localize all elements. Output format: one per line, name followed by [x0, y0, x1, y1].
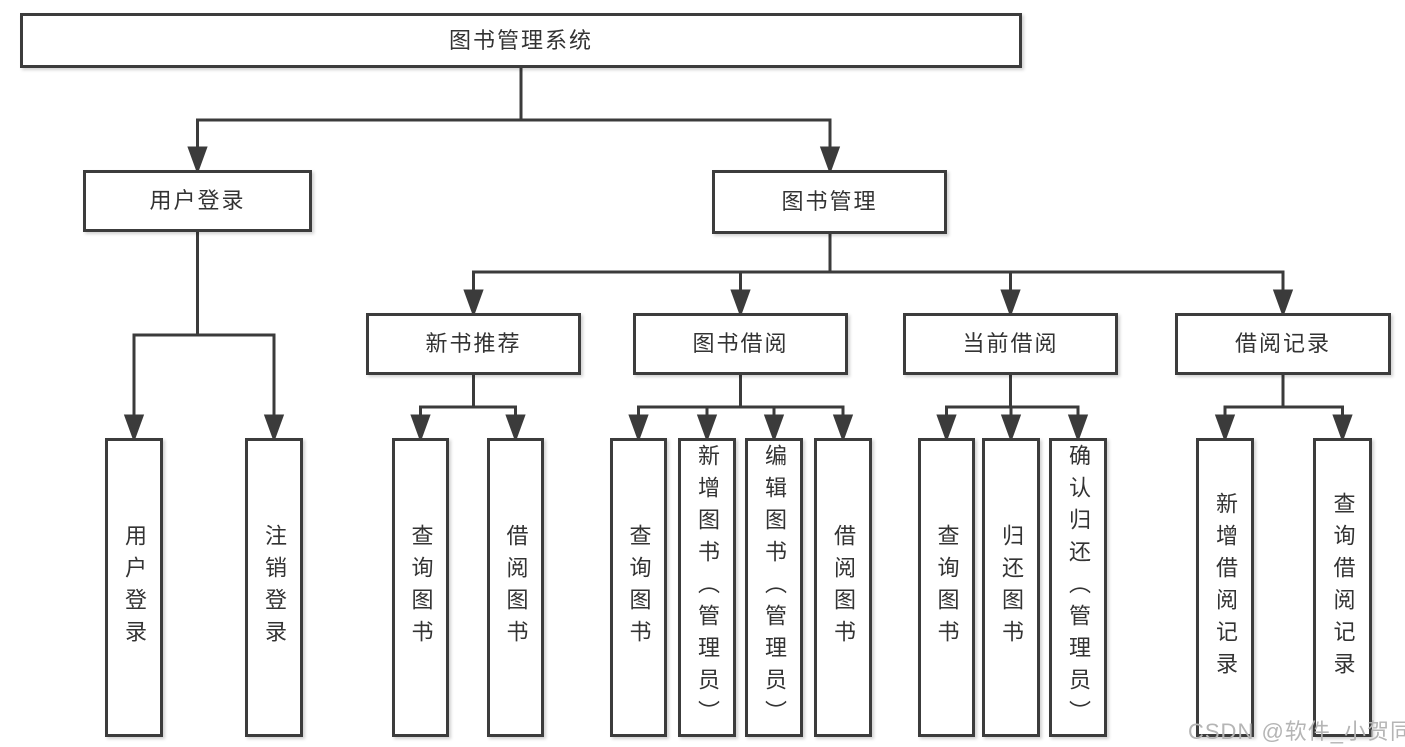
node-user-login-label: 用户登录 — [149, 188, 246, 213]
leaf-borrow-query-books-label: 查询图书 — [626, 523, 652, 652]
leaf-add-books-admin: 新增图书（管理员） — [678, 438, 736, 737]
leaf-current-query-books: 查询图书 — [918, 438, 975, 737]
csdn-watermark: CSDN @软件_小贺同学 — [1188, 719, 1405, 744]
connector-rec-to-leaves — [410, 375, 526, 443]
node-current-borrow: 当前借阅 — [903, 313, 1118, 375]
leaf-confirm-return-admin: 确认归还（管理员） — [1049, 438, 1107, 737]
leaf-rec-query-books: 查询图书 — [392, 438, 449, 737]
leaf-query-borrow-record-label: 查询借阅记录 — [1330, 491, 1356, 684]
node-user-login: 用户登录 — [83, 170, 312, 232]
node-book-management: 图书管理 — [712, 170, 947, 234]
leaf-current-query-books-label: 查询图书 — [934, 523, 960, 652]
leaf-edit-books-admin: 编辑图书（管理员） — [745, 438, 803, 737]
node-borrow-records-label: 借阅记录 — [1234, 331, 1331, 356]
leaf-confirm-return-admin-label: 确认归还（管理员） — [1066, 443, 1091, 732]
node-book-borrow: 图书借阅 — [633, 313, 848, 375]
leaf-rec-query-books-label: 查询图书 — [408, 523, 434, 652]
leaf-borrow-query-books: 查询图书 — [610, 438, 667, 737]
connector-root-to-level2 — [187, 68, 841, 175]
node-new-book-recommend: 新书推荐 — [366, 313, 581, 375]
node-borrow-records: 借阅记录 — [1175, 313, 1391, 375]
node-root-label: 图书管理系统 — [448, 27, 593, 53]
leaf-add-books-admin-label: 新增图书（管理员） — [695, 443, 720, 732]
leaf-logout: 注销登录 — [245, 438, 303, 737]
leaf-user-login-label: 用户登录 — [122, 523, 147, 652]
leaf-edit-books-admin-label: 编辑图书（管理员） — [762, 443, 787, 732]
leaf-query-borrow-record: 查询借阅记录 — [1313, 438, 1372, 737]
leaf-add-borrow-record-label: 新增借阅记录 — [1213, 491, 1238, 684]
leaf-add-borrow-record: 新增借阅记录 — [1196, 438, 1254, 737]
leaf-logout-label: 注销登录 — [262, 523, 287, 652]
connector-login-to-leaves — [123, 232, 285, 443]
leaf-rec-borrow-books: 借阅图书 — [487, 438, 544, 737]
connector-records-to-leaves — [1214, 375, 1353, 443]
leaf-return-books: 归还图书 — [982, 438, 1040, 737]
connector-borrow-to-leaves — [628, 375, 854, 443]
node-root-system: 图书管理系统 — [20, 13, 1022, 68]
leaf-borrow-books: 借阅图书 — [814, 438, 872, 737]
node-current-borrow-label: 当前借阅 — [962, 331, 1059, 356]
node-book-borrow-label: 图书借阅 — [692, 331, 789, 356]
leaf-borrow-books-label: 借阅图书 — [831, 523, 856, 652]
connector-mgmt-to-level3 — [463, 234, 1294, 318]
node-book-management-label: 图书管理 — [781, 189, 878, 214]
leaf-return-books-label: 归还图书 — [999, 523, 1024, 652]
leaf-user-login: 用户登录 — [105, 438, 163, 737]
connector-current-to-leaves — [936, 375, 1089, 443]
node-new-book-recommend-label: 新书推荐 — [425, 331, 522, 356]
leaf-rec-borrow-books-label: 借阅图书 — [503, 523, 529, 652]
